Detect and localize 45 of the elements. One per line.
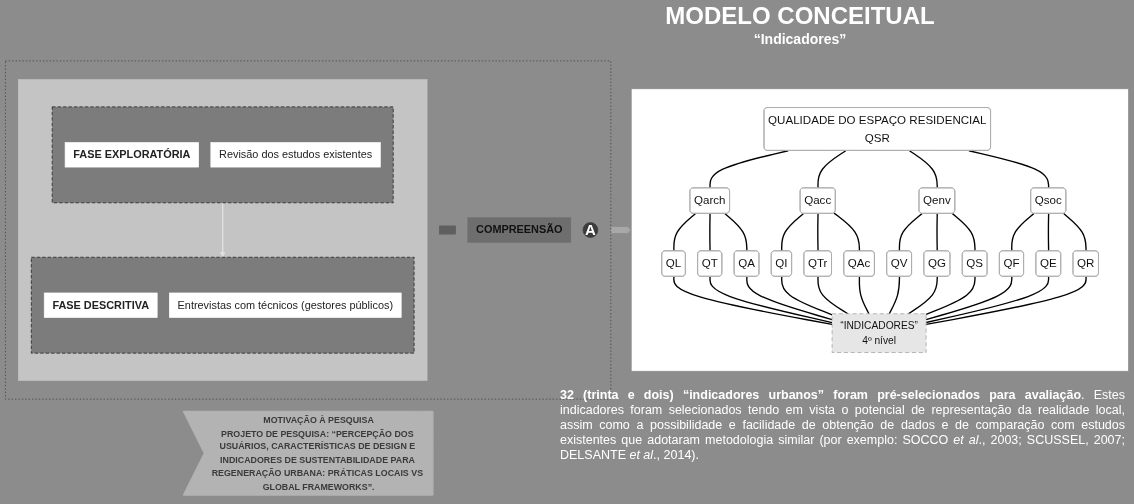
node-circle: A bbox=[582, 222, 599, 238]
arrow bbox=[609, 226, 632, 234]
connector bbox=[746, 275, 833, 321]
connector bbox=[724, 213, 748, 252]
connector bbox=[709, 275, 833, 324]
connector bbox=[781, 212, 805, 252]
connector bbox=[858, 275, 870, 315]
connector bbox=[925, 275, 1087, 326]
connector bbox=[925, 275, 976, 316]
connector bbox=[951, 212, 976, 252]
connector bbox=[898, 212, 923, 252]
node-box: FASE DESCRITIVA bbox=[43, 292, 158, 318]
subtitle: “Indicadores” bbox=[753, 31, 847, 47]
cluster bbox=[30, 256, 415, 354]
connector bbox=[833, 212, 861, 252]
node-box: Revisão dos estudos existentes bbox=[210, 142, 381, 168]
connector bbox=[673, 275, 833, 326]
diagram-title: MODELO CONCEITUAL bbox=[665, 2, 935, 30]
connector bbox=[888, 275, 901, 315]
description-paragraph: 32 (trinta e dois) “indicadores urbanos” foram pré-selecionados para avaliação. Estes indicadores foram selecionados tendo em vista o potencial de representação da realidade local, assim como a possibilidade e facilidade de obtenção de dados e de comparação com estudos existentes que adotaram metodologia similar (por exemplo: SOCCO et al., 2003; SCUSSEL, 2007; DELSANTE et al., 2014). bbox=[560, 388, 1125, 463]
node-box: Entrevistas com técnicos (gestores públicos) bbox=[169, 292, 402, 318]
connector bbox=[925, 275, 1050, 324]
connector bbox=[907, 275, 938, 315]
connector bbox=[817, 213, 819, 252]
node-box: FASE EXPLORATÓRIA bbox=[64, 142, 199, 168]
connector bbox=[673, 213, 697, 252]
connector bbox=[709, 150, 789, 189]
connector bbox=[817, 275, 849, 315]
cluster bbox=[630, 88, 1129, 372]
connector bbox=[925, 275, 1013, 321]
node-box: COMPREENSÃO bbox=[467, 217, 572, 243]
cluster bbox=[18, 79, 428, 381]
arrow bbox=[219, 202, 226, 258]
cluster bbox=[51, 106, 394, 204]
connector bbox=[936, 213, 938, 252]
node-box: “INDICADORES” 4º nível bbox=[831, 313, 927, 353]
connector bbox=[709, 213, 711, 252]
node-bar bbox=[438, 225, 456, 235]
connector bbox=[908, 150, 938, 189]
connector bbox=[1047, 213, 1050, 252]
connector bbox=[1063, 212, 1087, 252]
connector bbox=[817, 150, 847, 189]
connector bbox=[781, 275, 833, 316]
connector bbox=[1011, 212, 1035, 252]
connector bbox=[968, 150, 1050, 189]
